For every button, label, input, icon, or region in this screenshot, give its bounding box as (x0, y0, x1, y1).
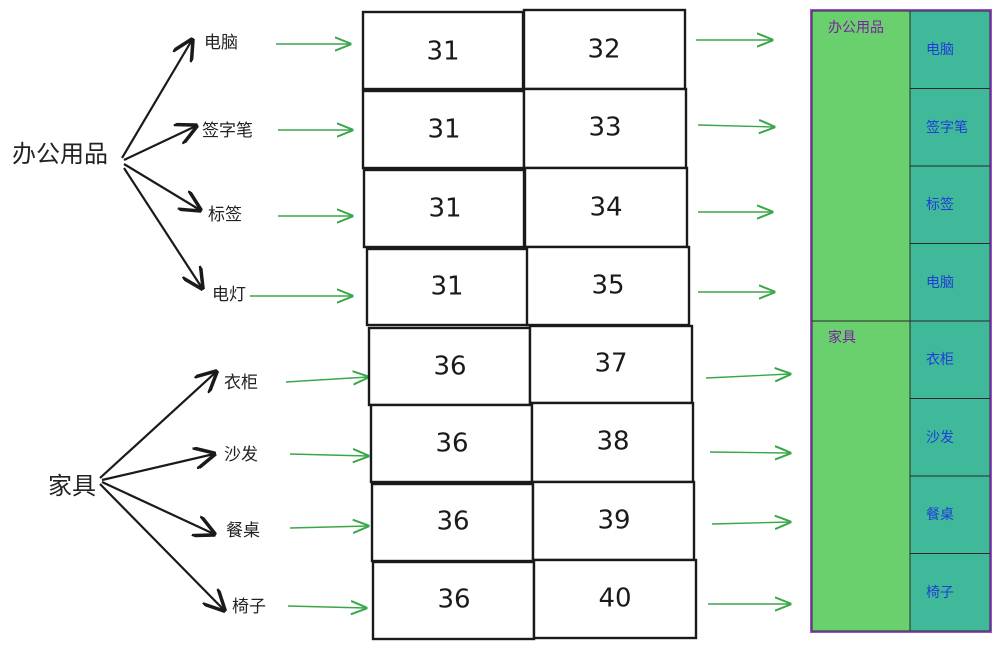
item-label: 椅子 (232, 597, 266, 617)
category-label-furniture: 家具 (48, 472, 96, 500)
output-arrow (709, 452, 790, 453)
sub-cell (909, 475, 991, 554)
category-cell (811, 10, 911, 322)
output-arrow (705, 374, 790, 378)
item-label: 沙发 (224, 445, 258, 465)
id-cell (370, 482, 535, 563)
id-cell (371, 560, 536, 641)
input-arrow (285, 377, 368, 382)
left-id: 36 (436, 507, 469, 537)
sub-cell (909, 88, 991, 167)
sub-cell-label: 电脑 (926, 274, 954, 290)
left-id: 36 (435, 429, 468, 459)
mindmap-furniture: 家具 衣柜 沙发 餐桌 椅子 (48, 372, 266, 617)
id-cell (365, 247, 530, 327)
sub-cell-label: 衣柜 (926, 351, 954, 367)
input-arrow (287, 606, 366, 608)
sub-cell (909, 243, 991, 322)
branch-arrow (123, 167, 202, 288)
left-id: 31 (426, 37, 459, 67)
right-id: 40 (598, 584, 631, 614)
id-cell (362, 168, 526, 249)
id-cell (367, 326, 532, 407)
item-label: 餐桌 (226, 521, 260, 541)
left-id: 31 (428, 194, 461, 224)
right-id: 37 (594, 349, 627, 379)
category-cell-label: 办公用品 (828, 19, 884, 35)
id-cell (530, 401, 695, 484)
left-id: 36 (433, 352, 466, 382)
sub-cell (909, 320, 991, 399)
left-id: 31 (427, 115, 460, 145)
id-cell (528, 324, 694, 405)
sub-cell-label: 电脑 (926, 41, 954, 57)
left-id: 36 (437, 585, 470, 615)
left-id: 31 (430, 272, 463, 302)
id-grid-labels: 31 32 31 33 31 34 31 35 36 37 36 38 36 3… (426, 35, 631, 615)
right-id: 39 (597, 506, 630, 536)
item-label: 标签 (208, 205, 242, 225)
mindmap-office: 办公用品 电脑 签字笔 标签 电灯 (12, 33, 253, 305)
sub-cell-label: 餐桌 (926, 506, 954, 522)
input-arrow (289, 454, 368, 456)
sub-cell-label: 标签 (926, 196, 954, 212)
id-grid (361, 8, 698, 641)
item-label: 衣柜 (224, 373, 258, 393)
id-cell (532, 558, 698, 640)
sub-cell (909, 398, 991, 477)
input-arrow (289, 526, 368, 528)
branch-arrow (101, 454, 214, 482)
sub-cell-label: 签字笔 (926, 119, 968, 135)
category-cell-label: 家具 (828, 329, 856, 345)
right-id: 34 (589, 193, 622, 223)
category-cell (811, 320, 911, 632)
table-border (810, 9, 992, 633)
id-cell (523, 166, 689, 249)
item-label: 电脑 (204, 33, 238, 53)
output-arrow (697, 125, 774, 127)
output-arrows (696, 40, 790, 604)
id-cell (522, 87, 688, 170)
rendered-table: 办公用品 家具 电脑 签字笔 标签 电脑 衣柜 沙发 餐桌 椅子 (810, 9, 992, 633)
input-arrows (250, 44, 368, 608)
branch-arrow (101, 481, 214, 534)
id-cell (369, 403, 534, 484)
id-cell (531, 480, 696, 562)
branch-arrow (123, 163, 200, 210)
right-id: 38 (596, 427, 629, 457)
branch-arrow (99, 372, 216, 479)
id-cell (525, 245, 691, 327)
right-id: 32 (587, 35, 620, 65)
right-id: 35 (591, 271, 624, 301)
sub-cell (909, 10, 991, 89)
branch-arrow (121, 40, 192, 159)
id-cell (361, 89, 526, 170)
item-label: 电灯 (212, 285, 246, 305)
sub-cell (909, 553, 991, 632)
sub-cell-label: 椅子 (926, 584, 954, 600)
branch-arrow (99, 483, 224, 610)
item-label: 签字笔 (202, 121, 253, 141)
category-label-office: 办公用品 (12, 140, 108, 168)
id-cell (361, 10, 525, 91)
right-id: 33 (588, 113, 621, 143)
branch-arrow (123, 126, 196, 161)
sub-cell-label: 沙发 (926, 429, 954, 445)
output-arrow (711, 522, 790, 524)
